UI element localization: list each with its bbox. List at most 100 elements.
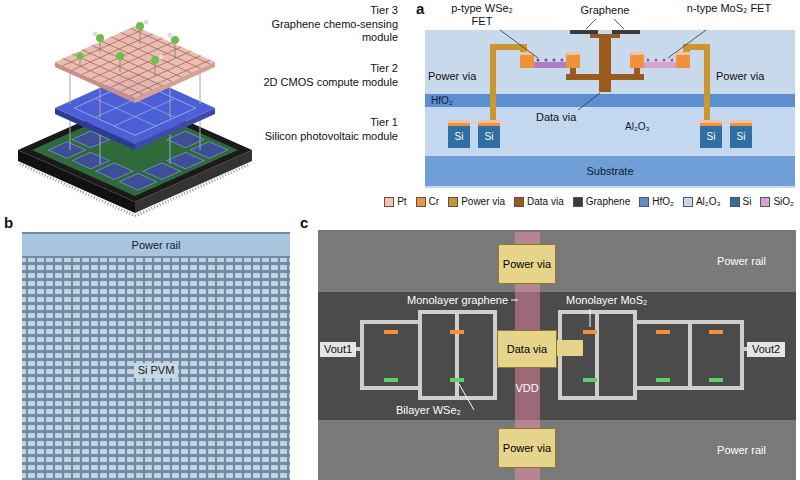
fet-devices [566, 52, 580, 55]
circuit-trace [690, 322, 742, 388]
material-label: Bilayer WSe₂ [396, 404, 476, 417]
node-text: Power rail [717, 444, 766, 457]
fet-devices [520, 52, 534, 68]
layer-band: HfO₂ [425, 94, 795, 107]
substrate-band: Substrate [425, 156, 795, 186]
device-label: p-type WSe₂ FET [440, 2, 524, 28]
signal-name: VDD [508, 382, 546, 395]
legend-item: Si [730, 196, 752, 208]
legend-item: SiO₂ [760, 196, 794, 208]
legend-text: Cr [429, 196, 440, 208]
circuit-trace [595, 312, 599, 398]
fet-devices [566, 52, 580, 68]
fet-devices [676, 52, 690, 68]
panel-letter: c [300, 214, 308, 231]
tier1-chip [167, 152, 204, 169]
tier-label: Tier 2 [250, 62, 398, 75]
si-block: Si [478, 126, 500, 148]
signal-name: Vout1 [324, 343, 352, 355]
module-label: Graphene chemo-sensing module [271, 18, 398, 43]
panel-letter: a [416, 0, 424, 17]
node-text: Al₂O₃ [625, 121, 650, 133]
tier3-plate [73, 34, 153, 70]
gas-molecules [96, 34, 104, 42]
node-text: Si [455, 131, 464, 143]
device-label: n-type MoS₂ FET [687, 2, 771, 14]
data-via [566, 34, 644, 92]
tier2-plate [95, 99, 156, 126]
gas-molecules [144, 20, 149, 25]
tier1-chip [120, 173, 157, 190]
legend-item: Cr [416, 196, 440, 208]
circuit-trace [356, 312, 747, 398]
si-block: Si [700, 126, 722, 148]
node-text: Power via [503, 258, 551, 271]
fet-devices [655, 59, 658, 62]
legend-swatch [683, 197, 693, 207]
device-label: p-type WSe₂ FET [451, 2, 513, 27]
data-via [590, 34, 620, 38]
gas-molecules [136, 22, 144, 30]
tier2-plate [114, 99, 175, 126]
power-rail-band: Power rail [22, 234, 290, 256]
signal-name: Vout2 [747, 342, 785, 357]
si-block: Si [448, 126, 470, 148]
tier3-plate [55, 26, 215, 98]
legend-text: Si [743, 196, 752, 208]
tier1-chip [48, 142, 85, 159]
fet-devices [561, 59, 564, 62]
tier3-plate [101, 47, 181, 83]
tier3-plate [92, 43, 172, 79]
tier1-chip [167, 131, 204, 148]
material-label: Monolayer graphene [407, 294, 508, 306]
legend-swatch [730, 197, 740, 207]
wse2-channel [583, 378, 597, 382]
material-label: Graphene [578, 4, 632, 17]
legend-text: Data via [527, 196, 564, 208]
power-rail-band: Power rail [318, 230, 796, 292]
al2o3-layer [425, 107, 795, 154]
legend-item: Al₂O₃ [683, 196, 721, 208]
power-via [683, 44, 690, 52]
tier3-plate [63, 58, 143, 94]
tier3-plate [121, 56, 201, 92]
power-rail-band: Power rail [318, 420, 796, 480]
tier3-plate [130, 60, 210, 96]
tier3-plate [63, 30, 143, 66]
via-label: Power via [428, 70, 486, 83]
fet-devices [630, 52, 644, 55]
pv-cell-array [22, 258, 290, 480]
gas-molecules [151, 56, 159, 64]
fet-devices [545, 59, 548, 62]
fet-devices [647, 59, 650, 62]
si-contact-caps [478, 120, 500, 123]
gas-molecules [159, 55, 164, 60]
gas-molecules [93, 32, 98, 37]
legend-text: HfO₂ [652, 196, 674, 208]
legend-item: Graphene [573, 196, 630, 208]
node-text: Power via [503, 442, 551, 455]
legend-text: SiO₂ [773, 196, 794, 208]
legend-text: Pt [397, 196, 406, 208]
material-label: Bilayer WSe₂ [396, 404, 461, 416]
legend: PtCrPower viaData viaGrapheneHfO₂Al₂O₃Si… [296, 196, 794, 208]
node-text: Data via [507, 343, 547, 356]
via-label: Data via [536, 111, 588, 124]
legend-item: HfO₂ [639, 196, 674, 208]
signal-name: VDD [515, 382, 538, 394]
wse2-channel [656, 378, 670, 382]
tier-label: Tier 3 [250, 4, 398, 17]
gas-molecules [168, 33, 173, 38]
panel-letter: b [4, 214, 13, 231]
device-label: n-type MoS₂ FET [684, 2, 774, 15]
gas-molecules [77, 20, 180, 77]
module-label: 2D CMOS compute module [238, 76, 398, 89]
graphene-sheet [570, 30, 598, 34]
wse2-channel [384, 378, 398, 382]
node-text: Si PVM [134, 363, 179, 378]
tier3-plate [73, 54, 153, 90]
rail-band [318, 230, 796, 292]
module-label: Silicon photovoltaic module [265, 130, 398, 142]
leader-line [459, 384, 474, 410]
mos2-channel [583, 330, 597, 334]
